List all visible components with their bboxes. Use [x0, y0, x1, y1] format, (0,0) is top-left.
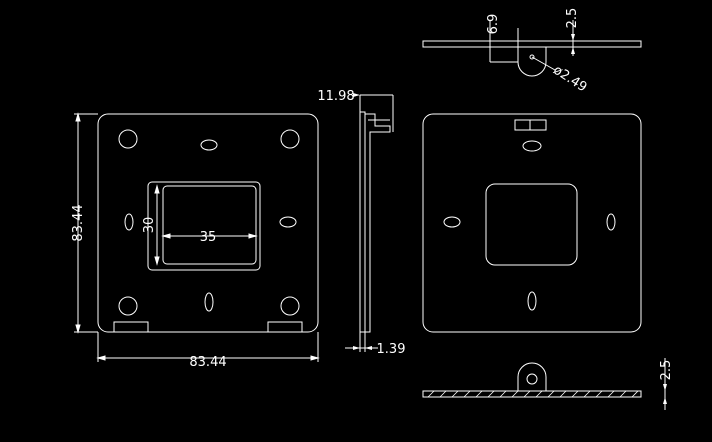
corner-hole-br — [280, 296, 300, 316]
top-plate — [422, 40, 642, 48]
corner-hole-bl — [118, 296, 138, 316]
dim-top-a: 6.9 — [486, 14, 501, 35]
window-outer — [147, 181, 261, 271]
front-view-left — [97, 113, 319, 333]
right-plate-outline — [422, 113, 642, 333]
corner-hole-tr — [280, 129, 300, 149]
dim-hole-diameter: ø2.49 — [550, 63, 589, 96]
dim-front-width: 83.44 — [189, 355, 226, 370]
bottom-hole — [526, 373, 538, 385]
slot-top — [200, 139, 218, 151]
dim-top-b: 2.5 — [565, 8, 580, 29]
bottom-arrows — [663, 384, 667, 404]
dim-side-thickness: 1.39 — [377, 342, 406, 357]
right-window — [485, 183, 578, 266]
top-tab — [517, 47, 547, 77]
bottom-view — [422, 358, 666, 410]
slot-bottom — [204, 292, 214, 312]
right-slot-right — [606, 213, 616, 231]
corner-hole-tl — [118, 129, 138, 149]
bottom-plate — [422, 390, 642, 398]
side-view — [345, 94, 394, 352]
top-hole — [529, 54, 535, 60]
slot-right — [279, 216, 297, 228]
front-view-dimensions — [74, 112, 320, 362]
dim-side-width: 11.98 — [317, 89, 354, 104]
dim-front-height: 83.44 — [71, 204, 86, 241]
right-slot-top — [522, 140, 542, 152]
dim-bottom: 2.5 — [659, 360, 674, 381]
side-plate — [359, 111, 366, 333]
right-slot-bottom — [527, 291, 537, 311]
bottom-hatch — [427, 390, 639, 398]
slot-left — [124, 213, 134, 231]
tab-bottom-left — [113, 321, 149, 333]
bottom-tab — [517, 362, 547, 391]
front-view-right — [422, 113, 642, 333]
top-view — [422, 20, 642, 77]
side-arrows — [353, 93, 372, 350]
top-arrows — [571, 34, 575, 54]
dim-window-height: 30 — [142, 217, 157, 234]
front-plate-outline — [97, 113, 319, 333]
window-inner — [162, 185, 257, 265]
side-hook — [365, 113, 391, 333]
dim-window-width: 35 — [200, 230, 217, 245]
right-slot-left — [443, 216, 461, 228]
tab-bottom-right — [267, 321, 303, 333]
